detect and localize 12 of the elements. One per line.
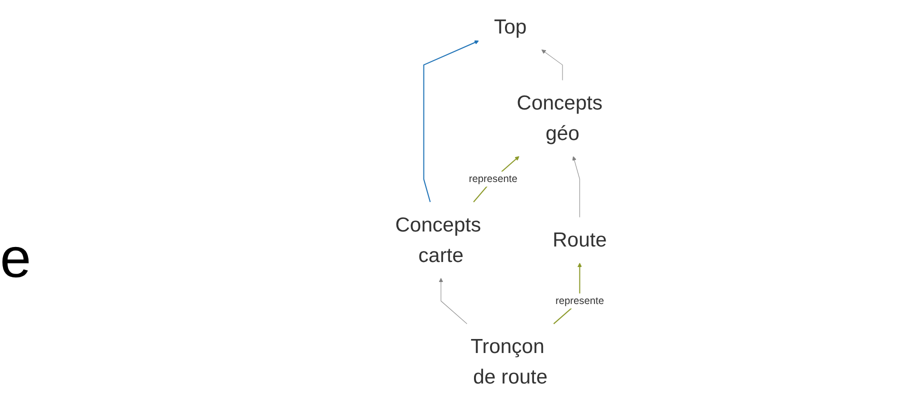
edge-label: represente — [469, 174, 518, 185]
node-text: Route — [552, 228, 608, 252]
text-label: e — [0, 230, 32, 286]
arrow — [439, 278, 468, 324]
arrow — [424, 40, 480, 202]
node-text: Concepts carte — [396, 214, 482, 266]
node-text: Tronçon de route — [470, 335, 548, 388]
arrow — [572, 156, 580, 218]
node-text: Top — [494, 16, 527, 38]
edge-label: represente — [556, 295, 604, 307]
arrow — [542, 50, 564, 80]
node-text: Concepts géo — [517, 92, 603, 145]
